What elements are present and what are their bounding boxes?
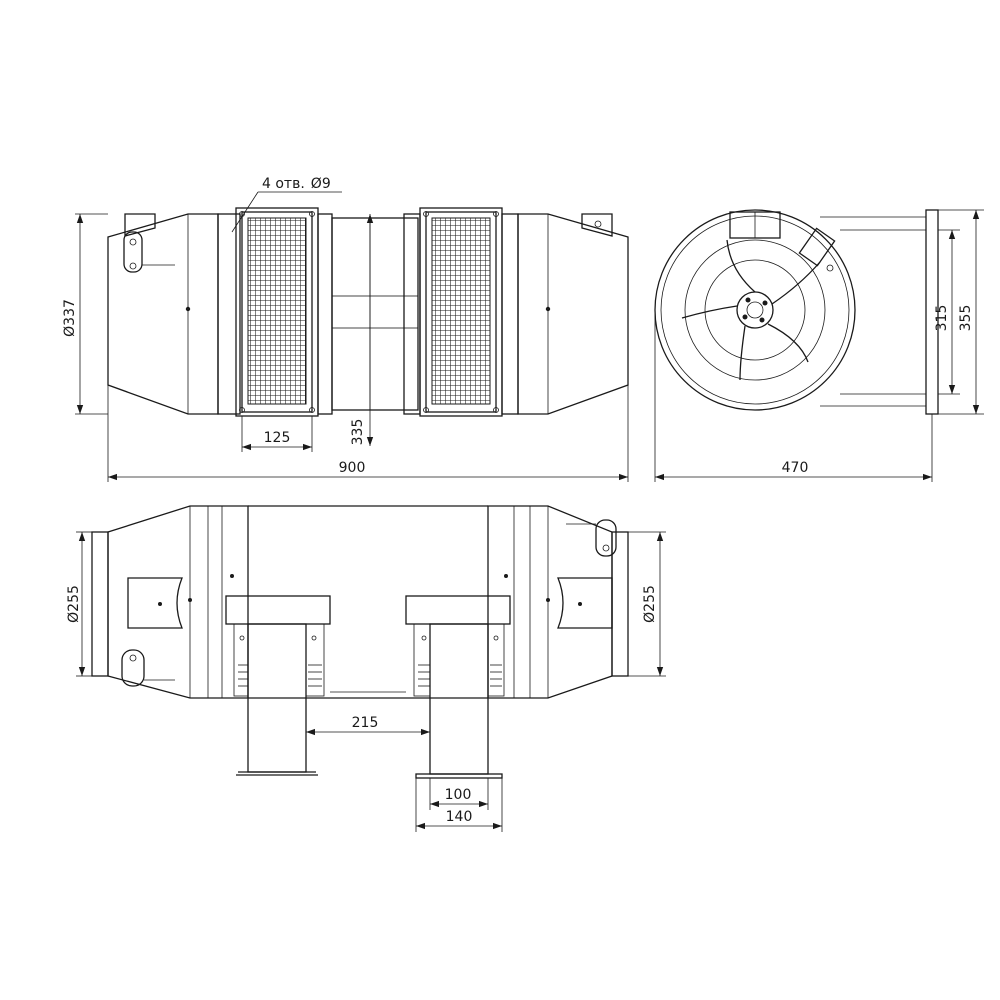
dim-port-outer: 140: [446, 809, 473, 825]
diameter-symbol: Ø: [642, 612, 658, 623]
right-port-vents: [418, 664, 502, 687]
dim-ports-spacing: 215: [352, 715, 379, 731]
end-view: 315 355 470: [654, 209, 984, 482]
left-port-vents: [238, 664, 322, 687]
dim-flange-height: 335: [350, 419, 366, 446]
dim-total-length: 900: [339, 460, 366, 476]
dim-flange-width: 125: [264, 430, 291, 446]
dim-body-diameter: Ø337: [62, 299, 78, 337]
diameter-symbol: Ø: [66, 612, 82, 623]
dim-end-view-width: 470: [782, 460, 809, 476]
diameter-symbol: Ø: [62, 326, 78, 337]
top-view: Ø255 Ø255 215 100 140: [66, 505, 666, 832]
diameter-symbol: Ø: [311, 176, 322, 192]
dim-spigot-diameter-right: Ø255: [642, 585, 658, 623]
dim-port-inner: 100: [445, 787, 472, 803]
dim-spigot-diameter-left: Ø255: [66, 585, 82, 623]
dim-inner-square: 315: [934, 305, 950, 332]
front-view: Ø337 125 335 900 4 отв.Ø9: [62, 176, 629, 482]
dim-outer-square: 355: [958, 305, 974, 332]
holes-note: 4 отв.Ø9: [262, 176, 331, 192]
